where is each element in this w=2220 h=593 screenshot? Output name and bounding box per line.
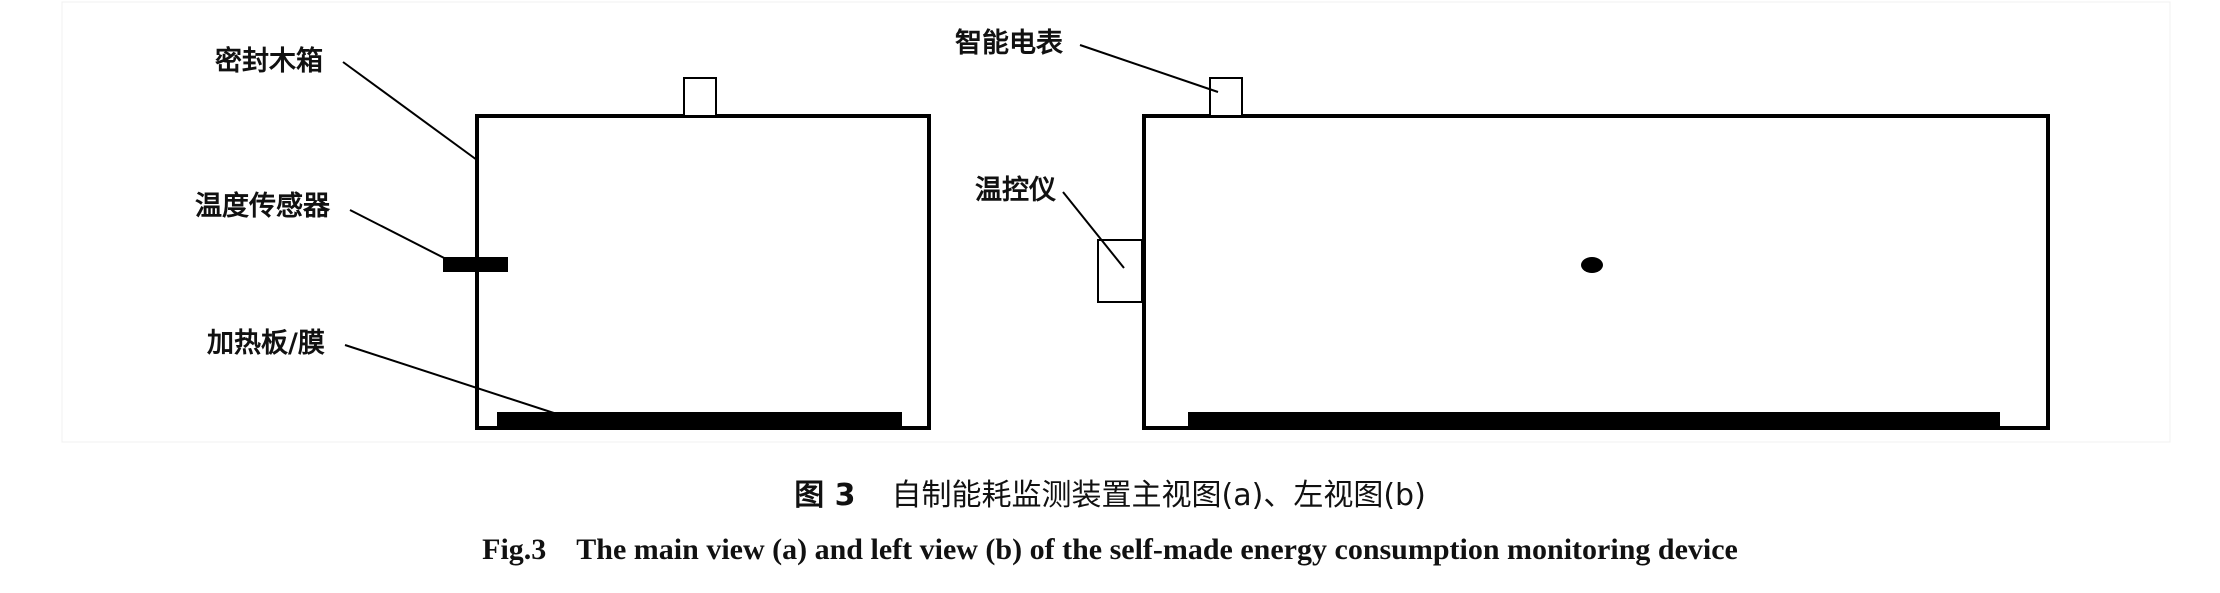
caption-chinese: 图 3 自制能耗监测装置主视图(a)、左视图(b): [0, 470, 2220, 514]
label-heating-plate: 加热板/膜: [207, 328, 325, 359]
left-view-thermostat: [1097, 239, 1143, 303]
label-smart-meter: 智能电表: [955, 28, 1063, 59]
leader-temp-sensor: [349, 209, 453, 263]
leader-heating-plate: [344, 344, 561, 416]
caption-cn-text: 自制能耗监测装置主视图(a)、左视图(b): [891, 478, 1426, 513]
caption-english: Fig.3 The main view (a) and left view (b)…: [0, 533, 2220, 567]
drawing-frame: [61, 1, 2171, 443]
label-sealed-box: 密封木箱: [215, 46, 323, 77]
label-thermostat: 温控仪: [975, 175, 1056, 206]
caption-cn-number: 图 3: [794, 478, 856, 513]
left-view-heating-plate: [1188, 412, 2000, 427]
left-view-box: [1142, 114, 2050, 430]
label-temp-sensor: 温度传感器: [195, 191, 330, 222]
left-view-meter: [1209, 77, 1243, 117]
leader-thermostat: [1062, 191, 1125, 269]
main-view-meter: [683, 77, 717, 117]
main-view-heating-plate: [497, 412, 902, 427]
caption-en-number: Fig.3: [482, 533, 547, 566]
caption-en-text: The main view (a) and left view (b) of t…: [576, 533, 1738, 566]
main-view-box: [475, 114, 931, 430]
leader-smart-meter: [1079, 44, 1219, 93]
main-view-sensor: [443, 257, 508, 272]
leader-sealed-box: [342, 61, 478, 161]
left-view-sensor-dot: [1581, 257, 1603, 273]
